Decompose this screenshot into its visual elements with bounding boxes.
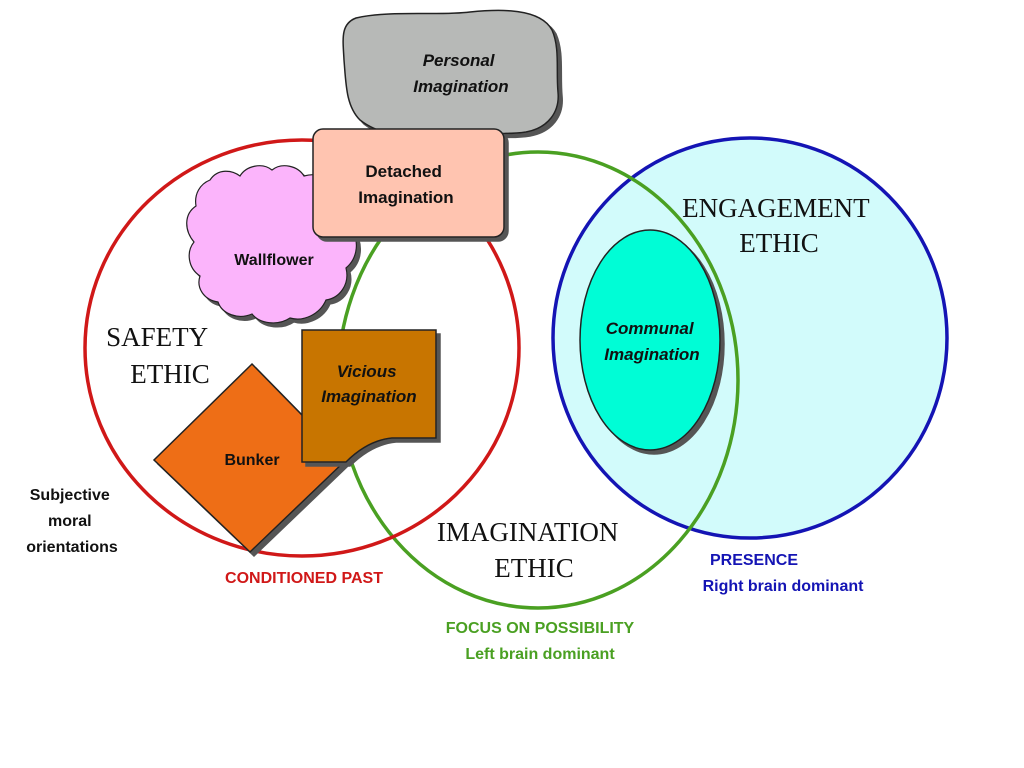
personal-imagination-shape [342,9,559,137]
subjective-label-1: Subjective [30,487,110,504]
svg-text:SAFETY ETHIC: SAFETY ETHIC [106,322,214,389]
communal-imagination-label-2: Imagination [604,345,699,364]
personal-imagination-label-2: Imagination [413,77,508,96]
svg-text:Detached Imagination: Detached Imagination [358,162,453,207]
svg-text:Vicious Imagination: Vicious Imagination [321,362,416,406]
communal-imagination-label-1: Communal [606,319,695,338]
vicious-imagination-label-2: Imagination [321,387,416,406]
vicious-imagination-shape [301,329,437,463]
subjective-label-2: moral [48,513,92,530]
engagement-ethic-label-2: ETHIC [739,228,818,258]
communal-imagination-shape [579,229,721,451]
safety-ethic-label-1: SAFETY [106,322,208,352]
detached-imagination-shape [312,128,505,238]
svg-text:IMAGINATION ETHIC: IMAGINATION ETHIC [437,517,625,583]
bunker-label: Bunker [224,452,279,469]
personal-imagination-label-1: Personal [423,51,496,70]
conditioned-past-label: CONDITIONED PAST [225,570,383,587]
right-brain-label: Right brain dominant [703,578,865,595]
presence-label: PRESENCE [710,552,798,569]
safety-ethic-label-2: ETHIC [130,359,209,389]
detached-imagination-label-1: Detached [365,162,442,181]
vicious-imagination-label-1: Vicious [337,362,397,381]
focus-on-possibility-label: FOCUS ON POSSIBILITY [446,620,635,637]
wallflower-label: Wallflower [234,252,313,269]
imagination-ethic-label-1: IMAGINATION [437,517,618,547]
svg-text:Communal Imagination: Communal Imagination [604,319,699,364]
svg-text:Subjective moral orien: Subjective moral orientations [26,487,118,556]
detached-imagination-label-2: Imagination [358,188,453,207]
engagement-ethic-label-1: ENGAGEMENT [682,193,870,223]
imagination-ethic-label-2: ETHIC [494,553,573,583]
svg-text:Personal Imagination: Personal Imagination [413,51,508,96]
subjective-label-3: orientations [26,539,118,556]
left-brain-label: Left brain dominant [465,646,615,663]
safety-ethic-circle [83,138,521,558]
svg-text:ENGAGEMENT ETHIC: ENGAGEMENT ETHIC [682,193,876,258]
